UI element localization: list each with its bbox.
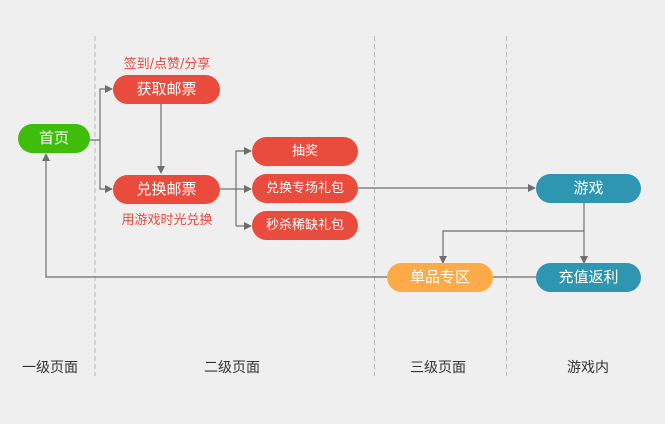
node-redeem-special-pack[interactable]: 兑换专场礼包 — [252, 174, 358, 203]
edge-single-item-to-home — [42, 153, 387, 278]
node-get-stamps[interactable]: 获取邮票 — [113, 75, 220, 104]
node-flash-rare-pack[interactable]: 秒杀稀缺礼包 — [252, 211, 358, 240]
node-lottery[interactable]: 抽奖 — [252, 137, 358, 166]
node-redeem-stamps[interactable]: 兑换邮票 — [113, 175, 220, 204]
node-home[interactable]: 首页 — [18, 124, 90, 153]
node-recharge-rebate[interactable]: 充值返利 — [536, 263, 641, 292]
edge-home-to-get-stamps — [90, 85, 113, 141]
edge-home-to-redeem-stamps — [99, 140, 113, 193]
redeem-stamps-note: 用游戏时光兑换 — [121, 213, 213, 228]
edge-redeem-to-lottery — [235, 147, 252, 226]
column-label-level-3: 三级页面 — [410, 360, 466, 376]
column-label-level-2: 二级页面 — [204, 360, 260, 376]
column-label-level-1: 一级页面 — [22, 360, 78, 376]
node-game[interactable]: 游戏 — [536, 174, 641, 203]
column-label-in-game: 游戏内 — [567, 360, 609, 376]
edge-game-to-single-item — [439, 230, 584, 264]
get-stamps-note: 签到/点赞/分享 — [123, 57, 211, 72]
node-single-item-zone[interactable]: 单品专区 — [387, 263, 493, 292]
